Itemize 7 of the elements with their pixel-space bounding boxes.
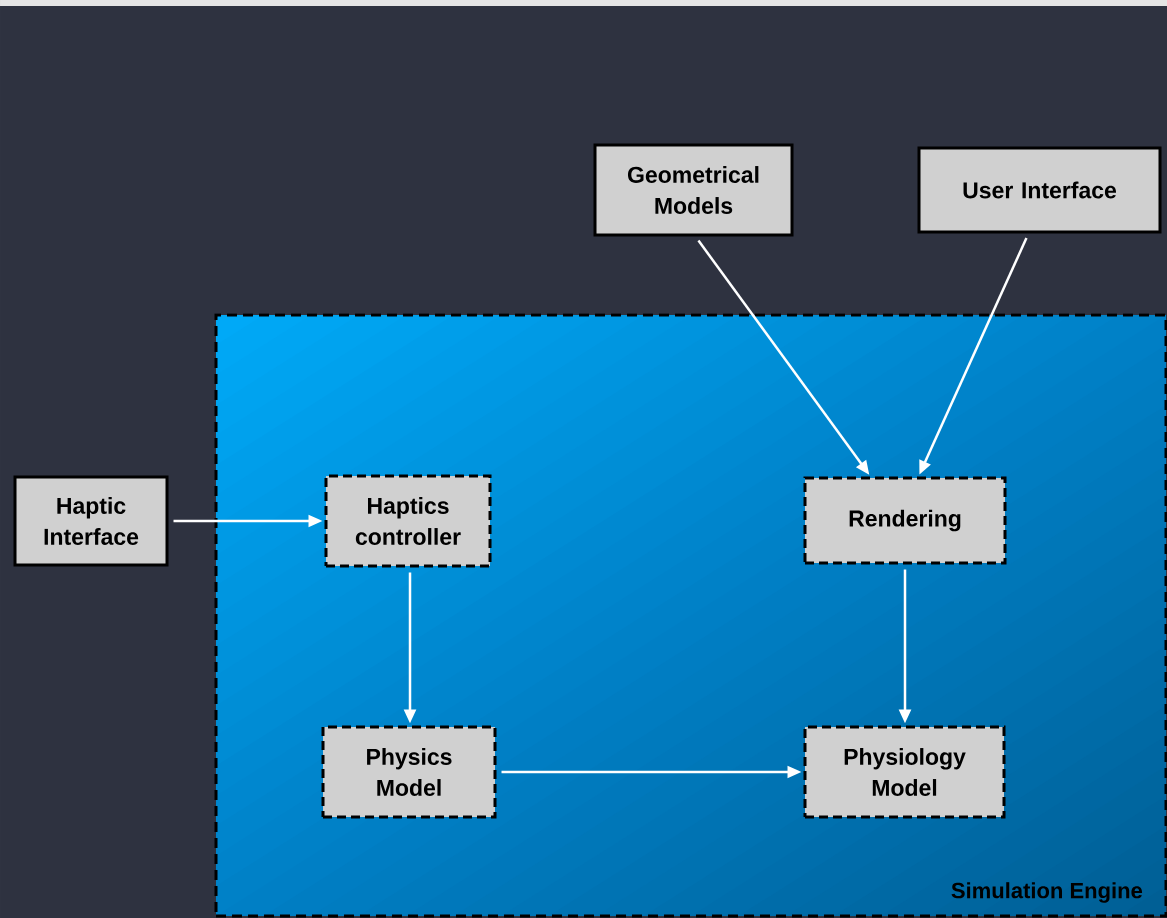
process-box: User Interface (917, 146, 1162, 234)
process-box: Haptic Interface (13, 475, 169, 567)
process-box: Geometrical Models (593, 143, 794, 237)
process-box: Haptics controller (324, 474, 492, 568)
process-box: Rendering (803, 476, 1007, 565)
process-box: Physiology Model (803, 725, 1006, 819)
process-box: Physics Model (321, 725, 497, 819)
